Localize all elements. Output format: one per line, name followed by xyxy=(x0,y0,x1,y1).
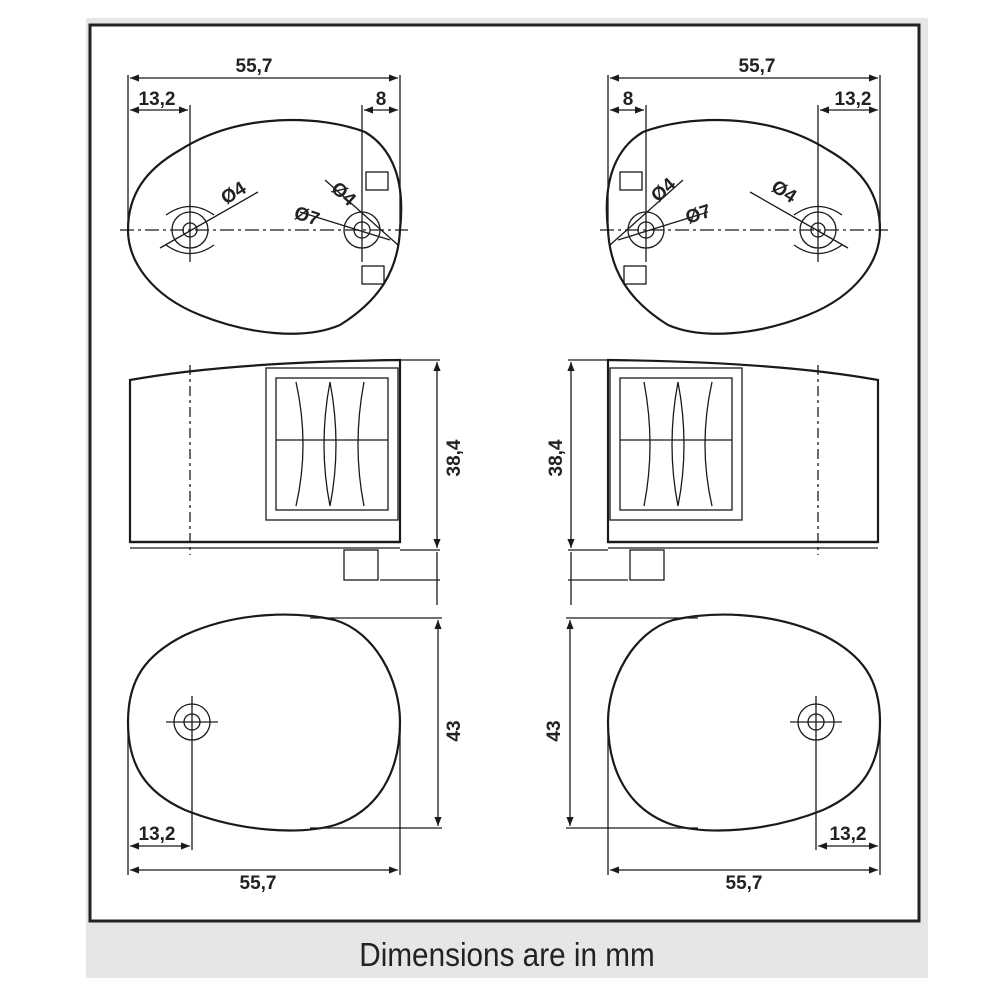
side-right-lens-inner xyxy=(619,377,733,511)
side-left-lens-ribs xyxy=(295,381,365,507)
side-left-label-height: 38,4 xyxy=(444,439,465,476)
bottom-right-label-height: 43 xyxy=(544,720,565,741)
top-right-tab-upper xyxy=(619,171,643,191)
top-right-leader-o4-2 xyxy=(609,179,684,246)
top-left-label-hole-offset: 13,2 xyxy=(139,89,176,110)
bottom-right-label-overall: 55,7 xyxy=(726,873,763,894)
top-left-leader-o7 xyxy=(299,211,391,241)
bottom-left-label-overall: 55,7 xyxy=(240,873,277,894)
top-right-label-edge-offset: 8 xyxy=(623,89,634,110)
side-left-lens-frame xyxy=(265,367,399,521)
top-right-leader-o4 xyxy=(749,191,849,249)
top-right-label-overall: 55,7 xyxy=(739,56,776,77)
side-left-stud xyxy=(343,549,379,581)
top-right-center-hole xyxy=(627,211,665,249)
caption-band xyxy=(86,926,928,978)
top-right-outline xyxy=(605,118,882,335)
bottom-view-left xyxy=(126,613,442,875)
top-right-label-hole-offset: 13,2 xyxy=(835,89,872,110)
top-view-right xyxy=(600,74,888,335)
side-left-lens-inner xyxy=(275,377,389,511)
top-right-center-hole-inner xyxy=(637,221,655,239)
top-left-outline xyxy=(126,118,403,335)
top-left-leader-o4 xyxy=(159,191,259,249)
top-right-small-hole-inner xyxy=(810,222,826,238)
top-left-small-hole xyxy=(171,211,209,249)
side-view-right xyxy=(567,358,880,605)
top-right-tab-lower xyxy=(623,265,647,285)
side-right-lens-frame xyxy=(609,367,743,521)
top-right-small-hole xyxy=(799,211,837,249)
top-left-tab-lower xyxy=(361,265,385,285)
top-left-tab-upper xyxy=(365,171,389,191)
side-right-lens-ribs xyxy=(643,381,713,507)
top-right-hole-slots xyxy=(793,205,843,255)
top-left-label-edge-offset: 8 xyxy=(376,89,387,110)
drawing-frame xyxy=(88,23,921,923)
top-left-hole-slots xyxy=(165,205,215,255)
bottom-left-label-hole-offset: 13,2 xyxy=(139,824,176,845)
top-right-leader-o7 xyxy=(617,211,709,241)
top-left-leader-o4-2 xyxy=(324,179,399,246)
bottom-view-right xyxy=(566,613,882,875)
top-left-small-hole-inner xyxy=(182,222,198,238)
side-right-label-height: 38,4 xyxy=(546,439,567,476)
top-view-left xyxy=(120,74,408,335)
units-caption: Dimensions are in mm xyxy=(359,936,655,973)
bottom-left-label-height: 43 xyxy=(444,720,465,741)
top-left-label-overall: 55,7 xyxy=(236,56,273,77)
bottom-right-label-hole-offset: 13,2 xyxy=(830,824,867,845)
side-view-left xyxy=(128,358,441,605)
side-right-stud xyxy=(629,549,665,581)
top-left-center-hole-inner xyxy=(353,221,371,239)
top-left-center-hole xyxy=(343,211,381,249)
